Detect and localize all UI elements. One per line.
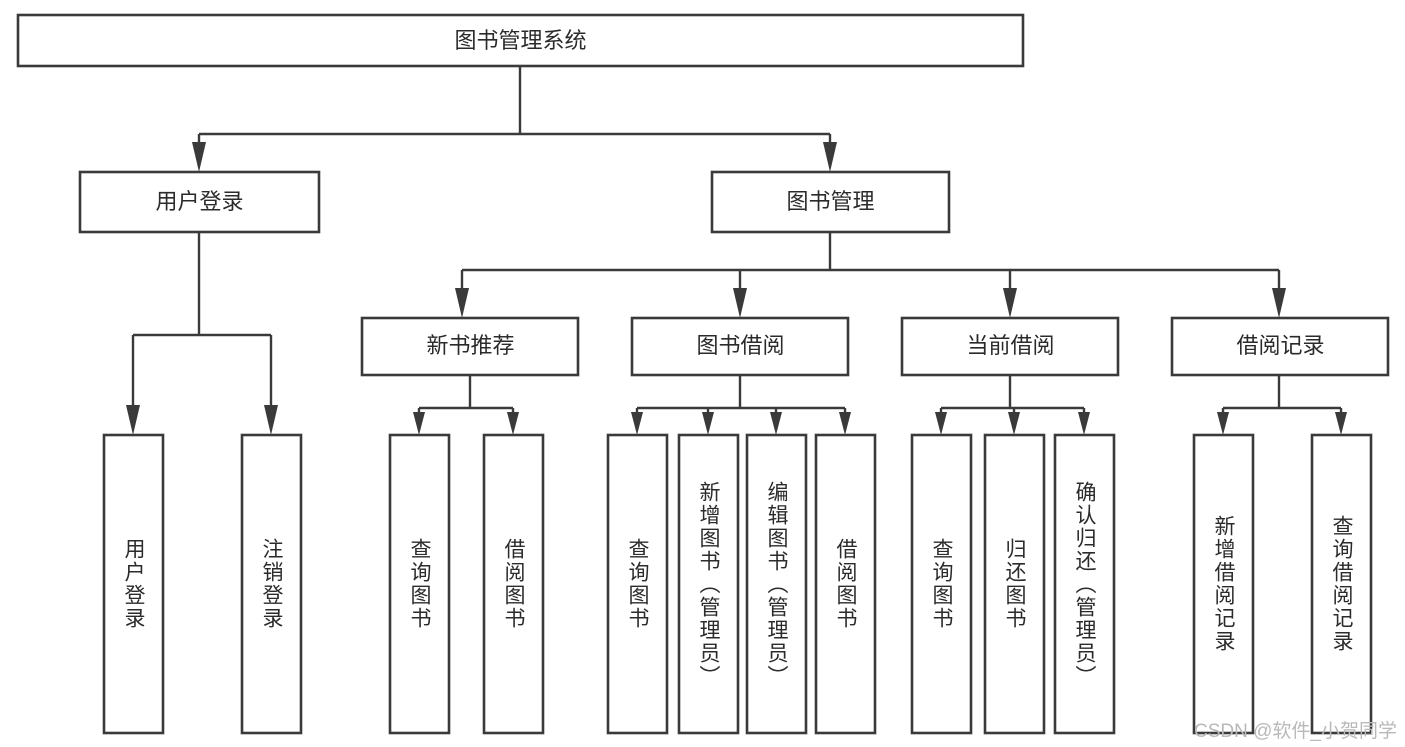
- node-book-manage-rect[interactable]: [710, 170, 951, 234]
- node-leaf-user-logout-rect[interactable]: [240, 433, 303, 735]
- node-current-borrow-label: 当前借阅: [966, 333, 1054, 358]
- node-user-login-label: 用户登录: [155, 189, 243, 214]
- node-user-login[interactable]: 用户登录: [78, 170, 321, 234]
- node-leaf-query-book-recommend-rect[interactable]: [388, 433, 451, 735]
- arrow-to-book-borrow: [733, 288, 747, 318]
- node-current-borrow[interactable]: 当前借阅: [900, 316, 1120, 377]
- arrow-to-borrow-record: [1272, 288, 1286, 318]
- arrow-to-current-borrow: [1003, 288, 1017, 318]
- node-leaf-add-book-admin-rect[interactable]: [677, 433, 740, 735]
- arrow-to-leaf-add-borrow-record: [1217, 412, 1229, 435]
- arrow-to-leaf-return-book: [1008, 412, 1020, 435]
- node-new-book-recommend-label: 新书推荐: [426, 333, 514, 358]
- node-leaf-return-book-rect[interactable]: [983, 433, 1046, 735]
- arrow-to-user-login: [192, 142, 206, 172]
- node-book-borrow[interactable]: 图书借阅: [630, 316, 850, 377]
- arrow-to-leaf-user-logout: [264, 405, 278, 435]
- watermark-text: CSDN @软件_小贺同学: [1194, 721, 1397, 742]
- node-leaf-borrow-book-recommend-rect[interactable]: [482, 433, 545, 735]
- arrow-to-leaf-borrow-book: [839, 412, 851, 435]
- node-current-borrow-rect[interactable]: [900, 316, 1120, 377]
- node-new-book-recommend-rect[interactable]: [360, 316, 580, 377]
- connector-layer: [126, 66, 1347, 435]
- node-user-login-rect[interactable]: [78, 170, 321, 234]
- node-book-manage[interactable]: 图书管理: [710, 170, 951, 234]
- arrow-to-leaf-query-book-borrow: [631, 412, 643, 435]
- node-layer: 图书管理系统 用户登录 图书管理 新书推荐 图书借阅 当前: [16, 13, 1390, 735]
- node-leaf-query-book-borrow-rect[interactable]: [606, 433, 669, 735]
- arrow-to-new-book-recommend: [455, 288, 469, 318]
- node-book-manage-label: 图书管理: [786, 189, 874, 214]
- node-book-borrow-rect[interactable]: [630, 316, 850, 377]
- arrow-to-leaf-query-book-recommend: [413, 412, 425, 435]
- arrow-to-leaf-user-login: [126, 405, 140, 435]
- node-leaf-edit-book-admin-rect[interactable]: [745, 433, 808, 735]
- node-root-rect[interactable]: [16, 13, 1025, 68]
- node-root-label: 图书管理系统: [454, 28, 586, 53]
- arrow-to-leaf-edit-book-admin: [770, 412, 782, 435]
- node-leaf-borrow-book-rect[interactable]: [814, 433, 877, 735]
- arrow-to-leaf-add-book-admin: [702, 412, 714, 435]
- node-leaf-query-borrow-record-rect[interactable]: [1310, 433, 1373, 735]
- node-borrow-record-rect[interactable]: [1170, 316, 1390, 377]
- node-borrow-record[interactable]: 借阅记录: [1170, 316, 1390, 377]
- arrow-to-leaf-borrow-book-recommend: [507, 412, 519, 435]
- node-new-book-recommend[interactable]: 新书推荐: [360, 316, 580, 377]
- node-borrow-record-label: 借阅记录: [1236, 333, 1324, 358]
- node-book-borrow-label: 图书借阅: [696, 333, 784, 358]
- node-root[interactable]: 图书管理系统: [16, 13, 1025, 68]
- arrow-to-leaf-confirm-return-admin: [1078, 412, 1090, 435]
- node-leaf-confirm-return-admin-rect[interactable]: [1053, 433, 1116, 735]
- node-leaf-user-login-rect[interactable]: [102, 433, 165, 735]
- arrow-to-book-manage: [823, 142, 837, 172]
- node-leaf-query-book-current-rect[interactable]: [910, 433, 973, 735]
- node-leaf-add-borrow-record-rect[interactable]: [1192, 433, 1255, 735]
- arrow-to-leaf-query-borrow-record: [1335, 412, 1347, 435]
- arrow-to-leaf-query-book-current: [935, 412, 947, 435]
